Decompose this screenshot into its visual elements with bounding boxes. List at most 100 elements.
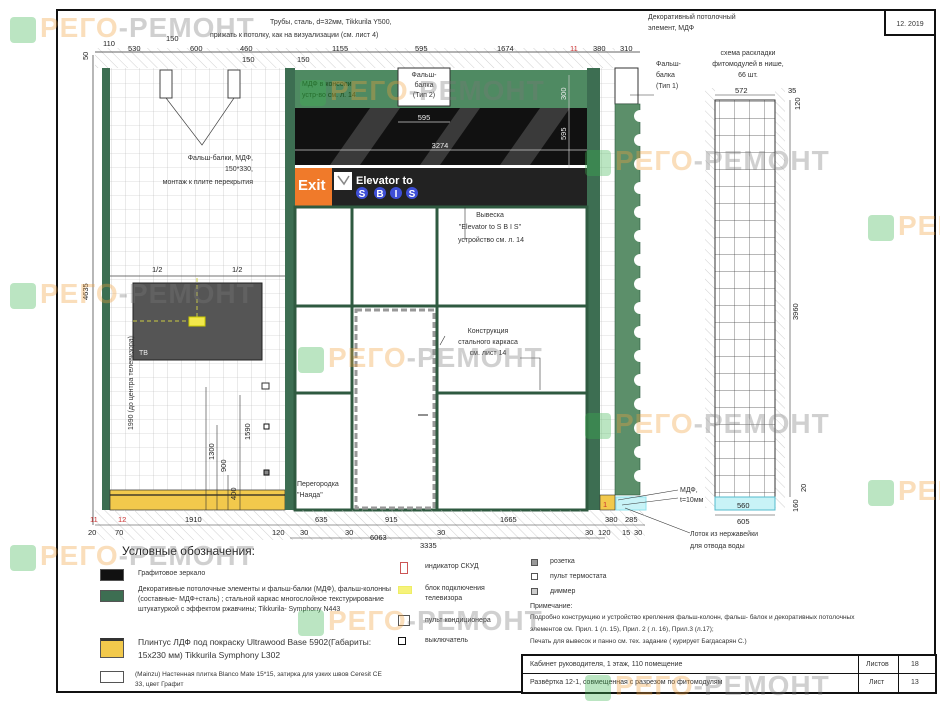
- title-row2: Развёртка 12-1, совмещенная с разрезом п…: [530, 679, 723, 686]
- labels-tray-1: для отвода воды: [690, 543, 745, 550]
- dimensions-bottom-4: 380: [605, 515, 618, 524]
- legend-swatch-mirror: [100, 569, 124, 581]
- dimensions-half-0: 1/2: [152, 265, 162, 274]
- tv-connection-block-icon: [188, 316, 206, 327]
- legend-symbol: блок подключения телевизора: [425, 585, 485, 602]
- labels-frame-note-2: см. лист 14: [470, 350, 507, 357]
- legend-symbol: пульт термостата: [550, 573, 607, 580]
- schema-dims-4: 560: [737, 501, 750, 510]
- tile-wall-right: [600, 68, 615, 490]
- legend-item: Плинтус ЛДФ под покраску Ultrawood Base …: [138, 637, 372, 660]
- schema-dims-3: 3960: [791, 303, 800, 320]
- labels-false-beam-type1-2: (Тип 1): [656, 83, 678, 90]
- dimensions-bottom-second-4: 30: [345, 528, 353, 537]
- labels-false-beam-type2-0: Фальш-: [412, 72, 438, 79]
- top-dimensions: 110 530 150 600 460 150 150 1155 595 167…: [81, 34, 633, 300]
- title-row1: Кабинет руководителя, 1 этаж, 110 помеще…: [530, 661, 683, 668]
- sheet-border: [56, 9, 936, 693]
- dimensions-tv-heights-2: 900: [219, 459, 228, 472]
- dimensions-marks-0: 11: [570, 44, 578, 53]
- dimensions-bottom-3: 1665: [500, 515, 517, 524]
- sign-letters-0: S: [359, 189, 366, 200]
- legend-item: (Mainzu) Настенная плитка Blanco Mate 15…: [135, 671, 382, 688]
- dimensions-top-1: 530: [128, 44, 141, 53]
- note-title: Примечание:: [530, 603, 573, 610]
- dimensions-top-5: 150: [242, 55, 255, 64]
- ceiling-element-note: Декоративный потолочный: [648, 13, 736, 21]
- labels-frame-note-1: стального каркаса: [458, 339, 518, 346]
- ac-remote-icon: [261, 382, 270, 390]
- note-line: элементов см. Прил. 1 (л. 15), Прил. 2 (…: [530, 626, 714, 633]
- watermark-pre: РЕГО: [615, 145, 694, 176]
- labels-false-beams-2: монтаж к плите перекрытия: [163, 179, 254, 186]
- watermark-pre: РЕГО: [328, 605, 407, 636]
- schema-dims-6: 20: [799, 484, 808, 492]
- dimensions-bottom-second-5: 30: [437, 528, 445, 537]
- dimensions-center-4: 300: [559, 87, 568, 100]
- watermark: РЕГО-РЕМОНТ: [300, 75, 545, 107]
- legend-symbol: индикатор СКУД: [425, 563, 479, 570]
- labels-sign-note-2: устройство см. л. 14: [458, 236, 524, 244]
- pipes-note: Трубы, сталь, d=32мм, Tikkurila Y500,: [270, 18, 392, 26]
- watermark-pre: РЕГО: [40, 12, 119, 43]
- sign-letters-3: S: [409, 189, 416, 200]
- labels-partition-1: "Наяда": [297, 492, 323, 499]
- sign-letters-2: I: [395, 189, 398, 200]
- watermark-post: -РЕМОНТ: [693, 408, 830, 439]
- labels-tray-0: Лоток из нержавейки: [690, 530, 758, 538]
- false-beam-type2: [397, 67, 451, 107]
- dimensions-tv-heights-4: 400: [229, 487, 238, 500]
- false-column: [587, 68, 600, 510]
- sign-line1: Elevator to: [356, 175, 413, 187]
- green-column-left: [102, 68, 110, 510]
- dimensions-bottom-5: 285: [625, 515, 638, 524]
- dimensions-bottom-second-0: 20: [88, 528, 96, 537]
- dimensions-bottom-0: 1910: [185, 515, 202, 524]
- socket-icon: [263, 469, 270, 476]
- watermark: РЕГО: [868, 210, 940, 242]
- dimensions-tv-heights-0: 1990 (до центра телевизора): [128, 336, 135, 430]
- dimensions-top-9: 1674: [497, 44, 514, 53]
- labels-false-beams-1: 150*330,: [225, 166, 253, 173]
- labels-partition-0: Перегородка: [297, 481, 339, 488]
- schema-dims-2: 120: [793, 97, 802, 110]
- labels-sign-note-0: Вывеска: [476, 212, 504, 219]
- ac-remote-icon: [398, 615, 410, 626]
- dimensions-top-8: 595: [415, 44, 428, 53]
- watermark: РЕГО-РЕМОНТ: [10, 278, 255, 310]
- legend-title: Условные обозначения:: [122, 544, 255, 558]
- watermark-post: -РЕМОНТ: [118, 12, 255, 43]
- watermark-pre: РЕГО: [898, 210, 940, 241]
- switch-icon: [263, 423, 270, 430]
- dimensions-center-1: 3274: [432, 141, 449, 150]
- switch-icon: [398, 637, 406, 645]
- access-indicator-icon: [400, 562, 408, 574]
- dimensions-bottom-second-8: 15: [622, 528, 630, 537]
- socket-icon: [531, 559, 538, 566]
- labels-false-beam-type1-0: Фальш-: [656, 61, 682, 68]
- dimensions-bottom-second-6: 30: [585, 528, 593, 537]
- dimensions-bottom-1: 635: [315, 515, 328, 524]
- watermark-pre: РЕГО: [330, 75, 409, 106]
- watermark-post: -РЕМОНТ: [118, 540, 255, 571]
- sheet-label: Лист: [869, 679, 885, 686]
- drain-tray: [615, 496, 647, 511]
- dimensions-bottom-2: 915: [385, 515, 398, 524]
- dimensions-top-3: 600: [190, 44, 203, 53]
- schema-dims-0: 572: [735, 86, 748, 95]
- door: [354, 308, 436, 510]
- dimensions-center-0: 595: [418, 113, 431, 122]
- sheets-label: Листов: [866, 661, 889, 668]
- schema-title-0: схема раскладки: [721, 50, 776, 57]
- watermark-pre: РЕГО: [328, 342, 407, 373]
- note-line: Подробно конструкцию и устройство крепле…: [530, 614, 855, 621]
- dimensions-top-4: 460: [240, 44, 253, 53]
- false-column: [285, 68, 295, 510]
- sbis-letters: S B I S: [356, 187, 418, 200]
- logo-icon: [334, 172, 352, 190]
- watermark-pre: РЕГО: [40, 278, 119, 309]
- watermark: РЕГО-РЕМОНТ: [298, 605, 543, 637]
- labels-frame-note-0: Конструкция: [468, 328, 509, 335]
- dimensions-bottom-second-2: 120: [272, 528, 285, 537]
- dimensions-marks-2: 1: [603, 500, 607, 509]
